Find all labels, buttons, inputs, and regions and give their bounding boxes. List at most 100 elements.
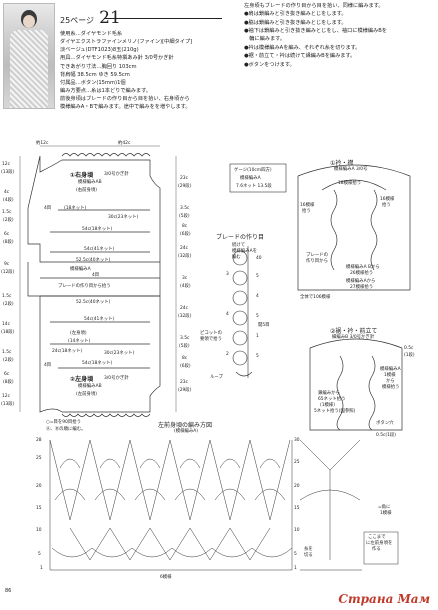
cardigan-shape [10, 30, 48, 108]
right-front-hook: 3/0号かぎ針 [104, 172, 129, 177]
note-bottom-3: 作る [372, 547, 381, 552]
note-bottom-2: に左前身頃を [366, 541, 393, 546]
right-dim: (29段) [178, 388, 192, 393]
right-dim: 23c [180, 380, 189, 385]
bottom-left-1: 糸を [304, 547, 313, 552]
side-dim: (8段) [3, 380, 14, 385]
front-mid-2: 65ネット拾う [318, 397, 346, 402]
braid-note-2: 模様編みAを [232, 249, 257, 254]
braid-num: 1 [256, 334, 259, 339]
front-mid-3: (1模様) [320, 403, 336, 408]
proc-line: ●ボタンをつけます。 [244, 61, 295, 68]
note-right-2: 1模様 [380, 511, 392, 516]
collar-center-1: ブレードの [306, 253, 328, 258]
collar-r1: 16模様 [380, 197, 395, 202]
row-num: 20 [36, 484, 42, 489]
right-dim: 3.5c [180, 206, 190, 211]
braid-note: ブレードの作り目から拾う [58, 284, 111, 289]
gauge-line-2: 7.6ネット 13.5段 [236, 184, 272, 189]
top-scallop-edge [61, 153, 151, 157]
bottom-left-2: 切る [304, 553, 313, 558]
braid-label-2: 要領で拾う [200, 337, 222, 342]
pattern-ab-top: 模様編みAB [78, 180, 102, 185]
row-num: 5 [38, 552, 41, 557]
inner-dim-2: 30c(23ネット) [108, 215, 139, 220]
left-front-label: (左前身頃) [76, 392, 97, 397]
braid-num: 4 [226, 312, 229, 317]
top-left-dim: 約12c [36, 141, 49, 146]
braid-num: 5 [256, 274, 259, 279]
braid-num: 2 [226, 352, 229, 357]
chart-subtitle: (模様編みA) [174, 429, 198, 434]
inner-dim-8: (14ネット) [68, 339, 91, 344]
front-right-2: (1段) [404, 353, 415, 358]
right-dim: 8c [182, 356, 188, 361]
front-mid-1: 鎖編みから [318, 391, 340, 396]
right-front-outline [27, 155, 161, 263]
collar-diagram [297, 164, 411, 291]
center-label: (左身頃) [70, 331, 87, 336]
collar-l1: 16模様 [300, 203, 315, 208]
side-dim: (2段) [3, 302, 14, 307]
collar-sub: 模様編みA 3/0号 [334, 167, 368, 172]
model-photo [3, 3, 55, 109]
braid-stop: 開5目 [258, 323, 270, 328]
proc-line: 輪に編みます。 [244, 36, 285, 43]
stitch-4-bottom: 4目 [44, 363, 52, 368]
collar-r2: 拾う [382, 203, 391, 208]
gauge-box [229, 163, 287, 193]
right-front-title: ①右身頃 [70, 172, 94, 179]
left-front-hook: 3/0号かぎ針 [104, 376, 129, 381]
right-dim: (32段) [178, 254, 192, 259]
braid-label-1: ピコットの [200, 331, 222, 336]
side-dim: 1.5c [2, 210, 12, 215]
inner-dim-5: 4目 [92, 273, 100, 278]
braid-num: 3 [226, 272, 229, 277]
right-dim: (29段) [178, 184, 192, 189]
right-dim: 8c [182, 224, 188, 229]
side-dim: (13段) [1, 402, 15, 407]
right-dim: (5段) [179, 214, 190, 219]
left-front-outline [39, 295, 161, 413]
procedure-text: 左身頃もブレードの作り目から目を拾い、同様に編みます。 ●肩は鎖編みと引き抜き編… [244, 3, 434, 71]
side-dim: 9c [4, 262, 10, 267]
right-dim: 3.5c [180, 336, 190, 341]
braid-note-3: 編む [232, 255, 241, 260]
inner-dim-11: 54c(18ネット) [82, 361, 113, 366]
watermark-logo: Страна Мам [338, 592, 430, 606]
collar-b4: 27模様拾う [350, 285, 374, 290]
row-num-right: 5 [294, 552, 297, 557]
front-bottom-1: ボタン穴 [376, 421, 394, 426]
pattern-a-label: 模様編みA [70, 267, 91, 272]
side-dim: (13段) [1, 170, 15, 175]
side-dim: 14c [2, 322, 11, 327]
legend-1: ○=目を90目拾う [46, 420, 82, 425]
right-dim: (32段) [178, 314, 192, 319]
note-right-1: =角に [378, 505, 391, 510]
side-dim: (12段) [1, 270, 15, 275]
pattern-ab-bottom: 模様編みAB [78, 384, 102, 389]
side-dim: (2段) [3, 358, 14, 363]
right-dim: (6段) [180, 232, 191, 237]
right-dim: 24c [180, 246, 189, 251]
side-dim: 12c [2, 394, 11, 399]
inner-dim-7: 54c(41ネット) [84, 317, 115, 322]
body-schematic [19, 145, 177, 417]
proc-line: ●袖下は鎖編みと引き抜き編みとじをし、袖口に模様編みBを [244, 28, 387, 35]
spec-line: ダイヤエクストラファインメリノ(ファイン)[中細タイプ] [60, 39, 193, 46]
proc-line: ●脇は鎖編みと引き抜き編みとじをします。 [244, 19, 347, 26]
spec-line: 使用糸…ダイヤモンド毛糸 [60, 31, 123, 37]
stitch-chart [49, 439, 399, 571]
front-a2: 1模様 [384, 373, 396, 378]
collar-b2: 26模様拾う [350, 271, 374, 276]
side-dim: (8段) [3, 240, 14, 245]
inner-dim-0: (18ネット) [64, 206, 87, 211]
row-num-right: 30 [294, 438, 300, 443]
front-sub: 縁編みB 3/0号かぎ針 [332, 335, 375, 340]
proc-line: ●裾・前立て・衿は続けて縁編みBを編みます。 [244, 53, 356, 60]
stitch-4-top: 4目 [44, 206, 52, 211]
header-rule [104, 18, 222, 19]
row-num-right: 15 [294, 506, 300, 511]
front-bottom-2: 0.5c(1段) [376, 433, 397, 438]
right-dim: 23c [180, 176, 189, 181]
